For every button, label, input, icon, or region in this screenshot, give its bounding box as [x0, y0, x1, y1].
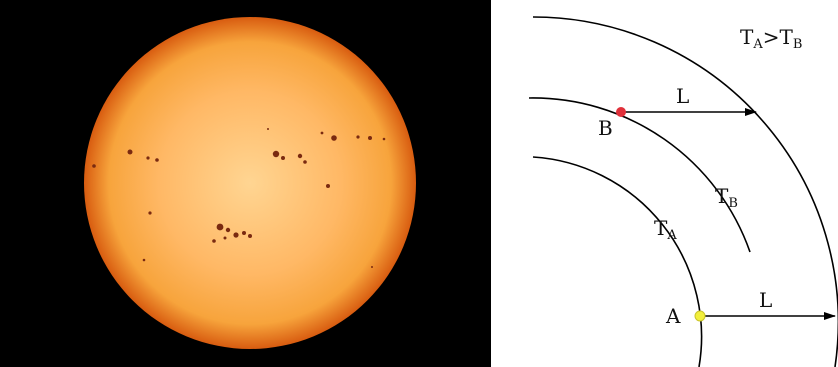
point-b: [616, 107, 626, 117]
point-a: [694, 310, 706, 322]
arrow-b-label: L: [676, 84, 690, 108]
point-a-label: A: [666, 304, 681, 328]
sun-disk: [84, 17, 416, 349]
arc-a-label: TA: [654, 216, 677, 243]
arc-a: [532, 156, 703, 367]
outer-arc: [532, 16, 838, 367]
arc-b: [528, 97, 751, 253]
point-b-label: B: [598, 116, 613, 140]
condition-label: TA>TB: [740, 25, 803, 52]
arc-b-label: TB: [715, 184, 738, 211]
sun-photo: [0, 0, 491, 367]
sun-image: [84, 17, 416, 349]
sunspots: [92, 128, 386, 268]
arrow-a-label: L: [759, 288, 773, 312]
temperature-diagram: [528, 16, 838, 367]
